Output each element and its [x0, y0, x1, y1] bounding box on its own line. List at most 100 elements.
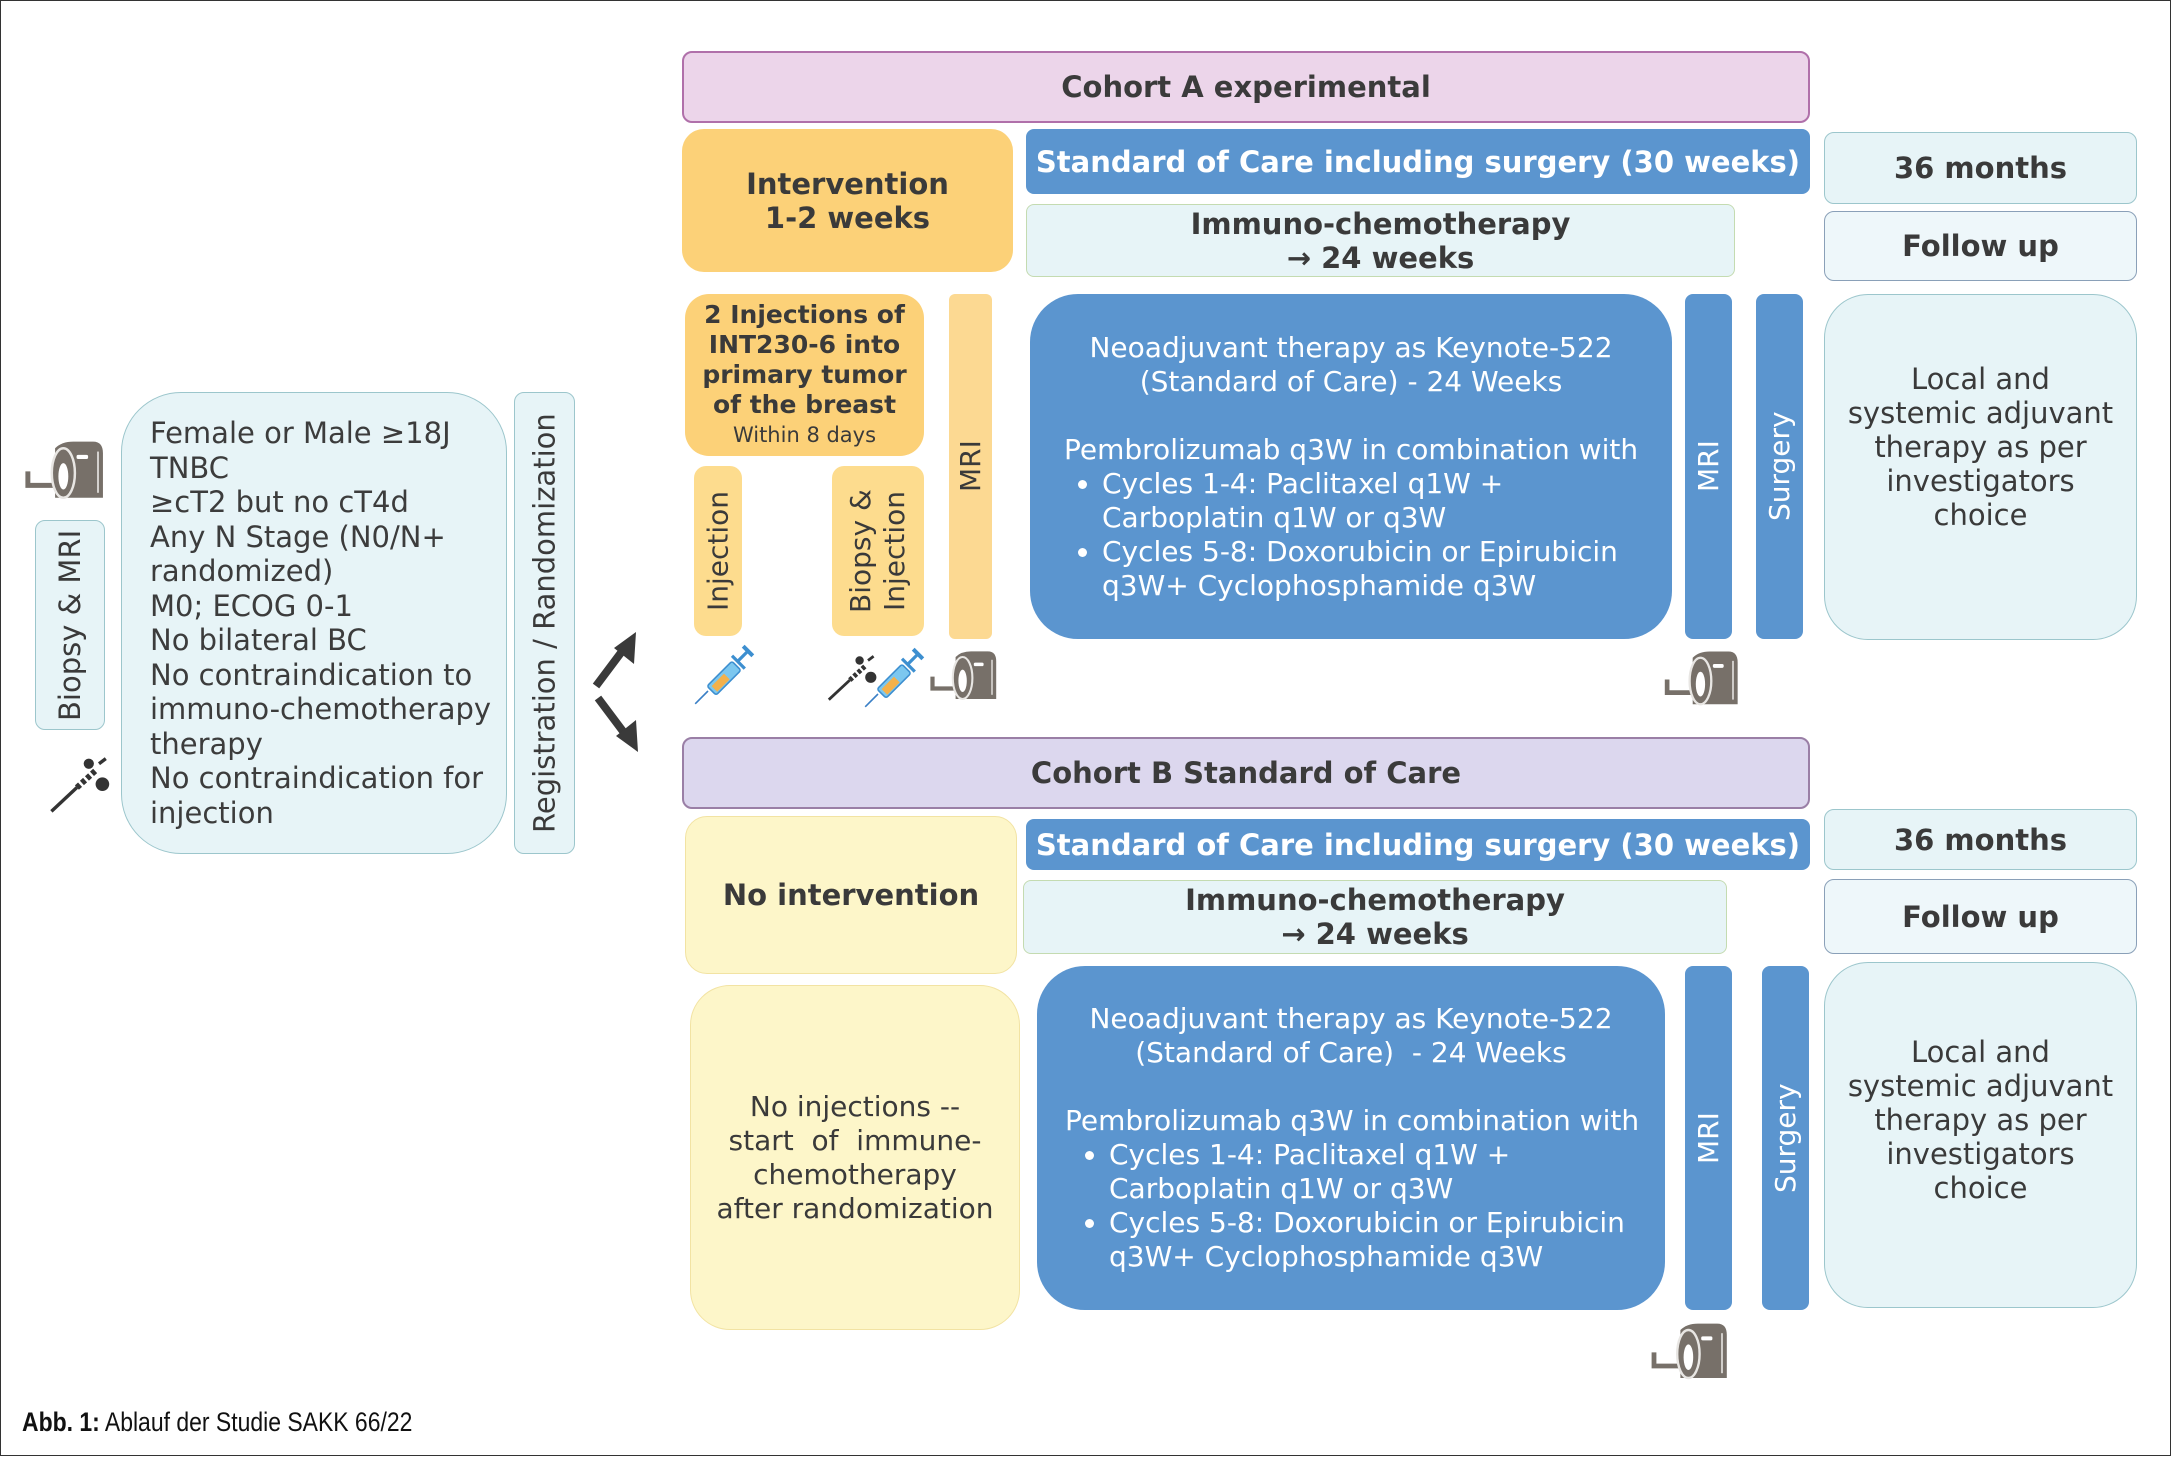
adjuvant-line: systemic adjuvant [1847, 1069, 2114, 1103]
neoadjuvant-combo: Pembrolizumab q3W in combination with [1065, 1104, 1640, 1137]
injection-pill-label: Injection [701, 490, 735, 612]
cohort-b-mri-bar: MRI [1685, 966, 1732, 1310]
injections-line: INT230-6 into [708, 330, 901, 359]
biopsy-injection-pill: Biopsy & Injection [832, 466, 924, 636]
adjuvant-line: investigators [1886, 464, 2075, 498]
cohort-a-neoadjuvant-box: Neoadjuvant therapy as Keynote-522 (Stan… [1030, 294, 1672, 639]
followup-label: Follow up [1902, 229, 2059, 263]
adjuvant-line: therapy as per [1874, 430, 2087, 464]
cohort-b-intervention-box: No intervention [685, 816, 1017, 974]
mri-scanner-icon [1662, 650, 1742, 712]
neoadjuvant-bullets: Cycles 1-4: Paclitaxel q1W + Carboplatin… [1057, 1138, 1625, 1274]
bullet-line: Cycles 5-8: Doxorubicin or Epirubicin [1109, 1206, 1625, 1239]
eligibility-criteria-box: Female or Male ≥18J TNBC ≥cT2 but no cT4… [121, 392, 507, 854]
cohort-b-followup-duration: 36 months [1824, 809, 2137, 870]
criteria-line: No bilateral BC [150, 623, 367, 657]
cohort-b-neoadjuvant-box: Neoadjuvant therapy as Keynote-522 (Stan… [1037, 966, 1665, 1310]
adjuvant-line: investigators [1886, 1137, 2075, 1171]
criteria-line: Female or Male ≥18J [150, 416, 451, 450]
neoadjuvant-bullet: Cycles 5-8: Doxorubicin or Epirubicin q3… [1109, 1206, 1625, 1274]
adjuvant-line: therapy as per [1874, 1103, 2087, 1137]
immuno-line: → 24 weeks [1286, 240, 1475, 275]
neoadjuvant-title-line: (Standard of Care) - 24 Weeks [1139, 364, 1563, 398]
soc-bar-label: Standard of Care including surgery (30 w… [1035, 144, 1801, 179]
registration-label: Registration / Randomization [527, 413, 562, 833]
criteria-line: immuno-chemotherapy [150, 692, 492, 726]
cohort-a-intervention-box: Intervention 1-2 weeks [682, 129, 1013, 272]
neoadjuvant-title-line: Neoadjuvant therapy as Keynote-522 [1089, 330, 1613, 364]
arrow-down-right-icon [594, 695, 638, 752]
neoadjuvant-title-line: (Standard of Care) - 24 Weeks [1135, 1036, 1567, 1069]
no-injections-line: after randomization [716, 1191, 994, 1225]
surgery-bar-label: Surgery [1769, 1083, 1802, 1193]
neoadjuvant-bullet: Cycles 5-8: Doxorubicin or Epirubicin q3… [1102, 535, 1618, 603]
injections-line: 2 Injections of [704, 300, 905, 329]
bullet-line: Cycles 1-4: Paclitaxel q1W + [1102, 466, 1504, 500]
mri-scanner-icon [22, 440, 108, 506]
bullet-line: Carboplatin q1W or q3W [1109, 1172, 1454, 1205]
syringe-icon [862, 646, 926, 710]
no-intervention-label: No intervention [722, 878, 980, 912]
adjuvant-line: Local and [1911, 1035, 2050, 1069]
criteria-line: Any N Stage (N0/N+ [150, 519, 446, 554]
followup-duration-label: 36 months [1893, 822, 2067, 857]
bullet-line: Carboplatin q1W or q3W [1102, 500, 1447, 534]
cohort-a-surgery-bar: Surgery [1756, 294, 1803, 639]
no-injections-line: chemotherapy [753, 1157, 957, 1191]
mri-pre-label: MRI [954, 440, 987, 493]
mri-scanner-icon [928, 650, 1000, 706]
cohort-a-mri-pre-pill: MRI [949, 294, 992, 639]
figure-caption: Abb. 1: Ablauf der Studie SAKK 66/22 [22, 1407, 412, 1438]
bullet-line: Cycles 5-8: Doxorubicin or Epirubicin [1102, 534, 1618, 568]
criteria-line: TNBC [150, 450, 230, 485]
criteria-line: randomized) [150, 554, 334, 588]
cohort-b-adjuvant-box: Local and systemic adjuvant therapy as p… [1824, 962, 2137, 1308]
cohort-b-header: Cohort B Standard of Care [682, 737, 1810, 809]
cohort-b-surgery-bar: Surgery [1762, 966, 1809, 1310]
immuno-line: Immuno-chemotherapy [1190, 206, 1571, 241]
injections-line: primary tumor [702, 360, 907, 389]
biopsy-needle-icon [48, 754, 116, 816]
bullet-line: q3W+ Cyclophosphamide q3W [1102, 568, 1537, 602]
cohort-a-title: Cohort A experimental [1061, 70, 1431, 104]
criteria-line: therapy [150, 726, 263, 761]
criteria-line: No contraindication for [150, 761, 484, 795]
cohort-b-followup: Follow up [1824, 879, 2137, 954]
no-injections-line: start of immune- [728, 1123, 982, 1157]
cohort-a-followup-duration: 36 months [1824, 132, 2137, 204]
criteria-list: Female or Male ≥18J TNBC ≥cT2 but no cT4… [150, 416, 491, 830]
cohort-b-title: Cohort B Standard of Care [1030, 756, 1462, 790]
cohort-a-mri-bar: MRI [1685, 294, 1732, 639]
mri-bar-label: MRI [1692, 1112, 1725, 1164]
followup-label: Follow up [1902, 899, 2059, 934]
surgery-bar-label: Surgery [1763, 411, 1796, 522]
neoadjuvant-title: Neoadjuvant therapy as Keynote-522 (Stan… [1089, 1002, 1612, 1070]
cohort-b-immuno-box: Immuno-chemotherapy → 24 weeks [1023, 880, 1727, 954]
cohort-a-adjuvant-box: Local and systemic adjuvant therapy as p… [1824, 294, 2137, 640]
bullet-line: q3W+ Cyclophosphamide q3W [1109, 1240, 1544, 1273]
criteria-line: ≥cT2 but no cT4d [150, 485, 409, 519]
cohort-a-header: Cohort A experimental [682, 51, 1810, 123]
neoadjuvant-bullets: Cycles 1-4: Paclitaxel q1W + Carboplatin… [1050, 467, 1618, 603]
soc-bar-label: Standard of Care including surgery (30 w… [1035, 827, 1801, 862]
criteria-line: injection [150, 795, 274, 830]
caption-text: Ablauf der Studie SAKK 66/22 [99, 1407, 413, 1437]
immuno-line: Immuno-chemotherapy [1185, 883, 1565, 917]
mri-bar-label: MRI [1692, 440, 1725, 493]
bullet-line: Cycles 1-4: Paclitaxel q1W + [1109, 1138, 1511, 1171]
injections-box: 2 Injections of INT230-6 into primary tu… [685, 294, 924, 456]
syringe-icon [692, 643, 756, 707]
biopsy-mri-label: Biopsy & MRI [53, 529, 87, 721]
injection-pill: Injection [694, 466, 742, 636]
neoadjuvant-combo: Pembrolizumab q3W in combination with [1064, 432, 1639, 466]
immuno-line: → 24 weeks [1281, 917, 1469, 951]
biopsy-injection-line: Biopsy & [844, 489, 877, 613]
intervention-line: Intervention [746, 166, 949, 201]
cohort-a-soc-bar: Standard of Care including surgery (30 w… [1026, 129, 1810, 194]
adjuvant-line: choice [1933, 498, 2028, 532]
no-injections-line: No injections -- [749, 1089, 961, 1123]
caption-label: Abb. 1: [22, 1407, 100, 1437]
criteria-line: No contraindication to [150, 657, 473, 692]
adjuvant-line: choice [1933, 1171, 2028, 1205]
